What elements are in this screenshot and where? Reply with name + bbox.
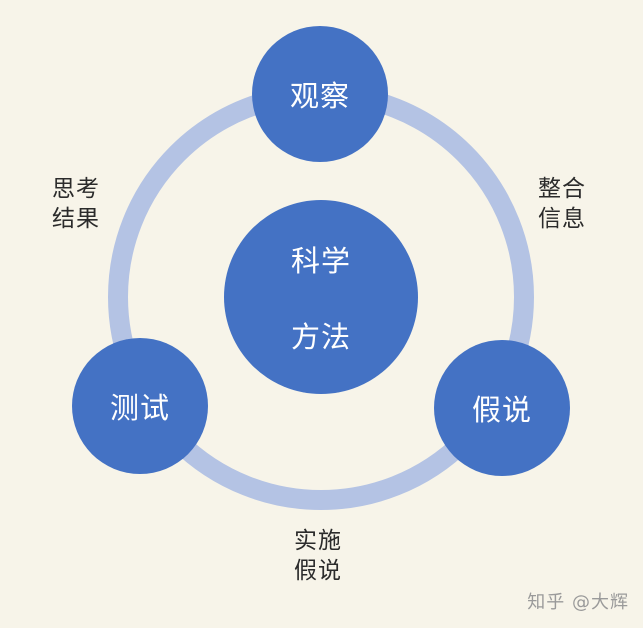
center-label-line2: 方法 — [290, 320, 351, 354]
edge-label-integrate-info-line1: 整合 — [538, 176, 586, 202]
edge-label-consider-results-line2: 结果 — [52, 206, 100, 232]
edge-label-integrate-info-line2: 信息 — [538, 206, 586, 232]
node-test: 测试 — [72, 338, 208, 474]
edge-label-consider-results: 思考 结果 — [52, 174, 100, 234]
edge-label-integrate-info: 整合 信息 — [538, 174, 586, 234]
node-test-label: 测试 — [109, 391, 170, 425]
edge-label-implement-hypothesis: 实施 假说 — [294, 526, 342, 586]
watermark: 知乎 @大辉 — [527, 592, 629, 613]
center-label-line1: 科学 — [290, 244, 351, 278]
node-hypothesis-label: 假说 — [471, 393, 532, 427]
edge-label-consider-results-line1: 思考 — [52, 176, 100, 202]
node-observe-label: 观察 — [289, 79, 350, 113]
edge-label-implement-hypothesis-line1: 实施 — [294, 528, 342, 554]
center-node-scientific-method: 科学 方法 — [224, 200, 418, 394]
node-observe: 观察 — [252, 26, 388, 162]
node-hypothesis: 假说 — [434, 340, 570, 476]
edge-label-implement-hypothesis-line2: 假说 — [294, 558, 342, 584]
